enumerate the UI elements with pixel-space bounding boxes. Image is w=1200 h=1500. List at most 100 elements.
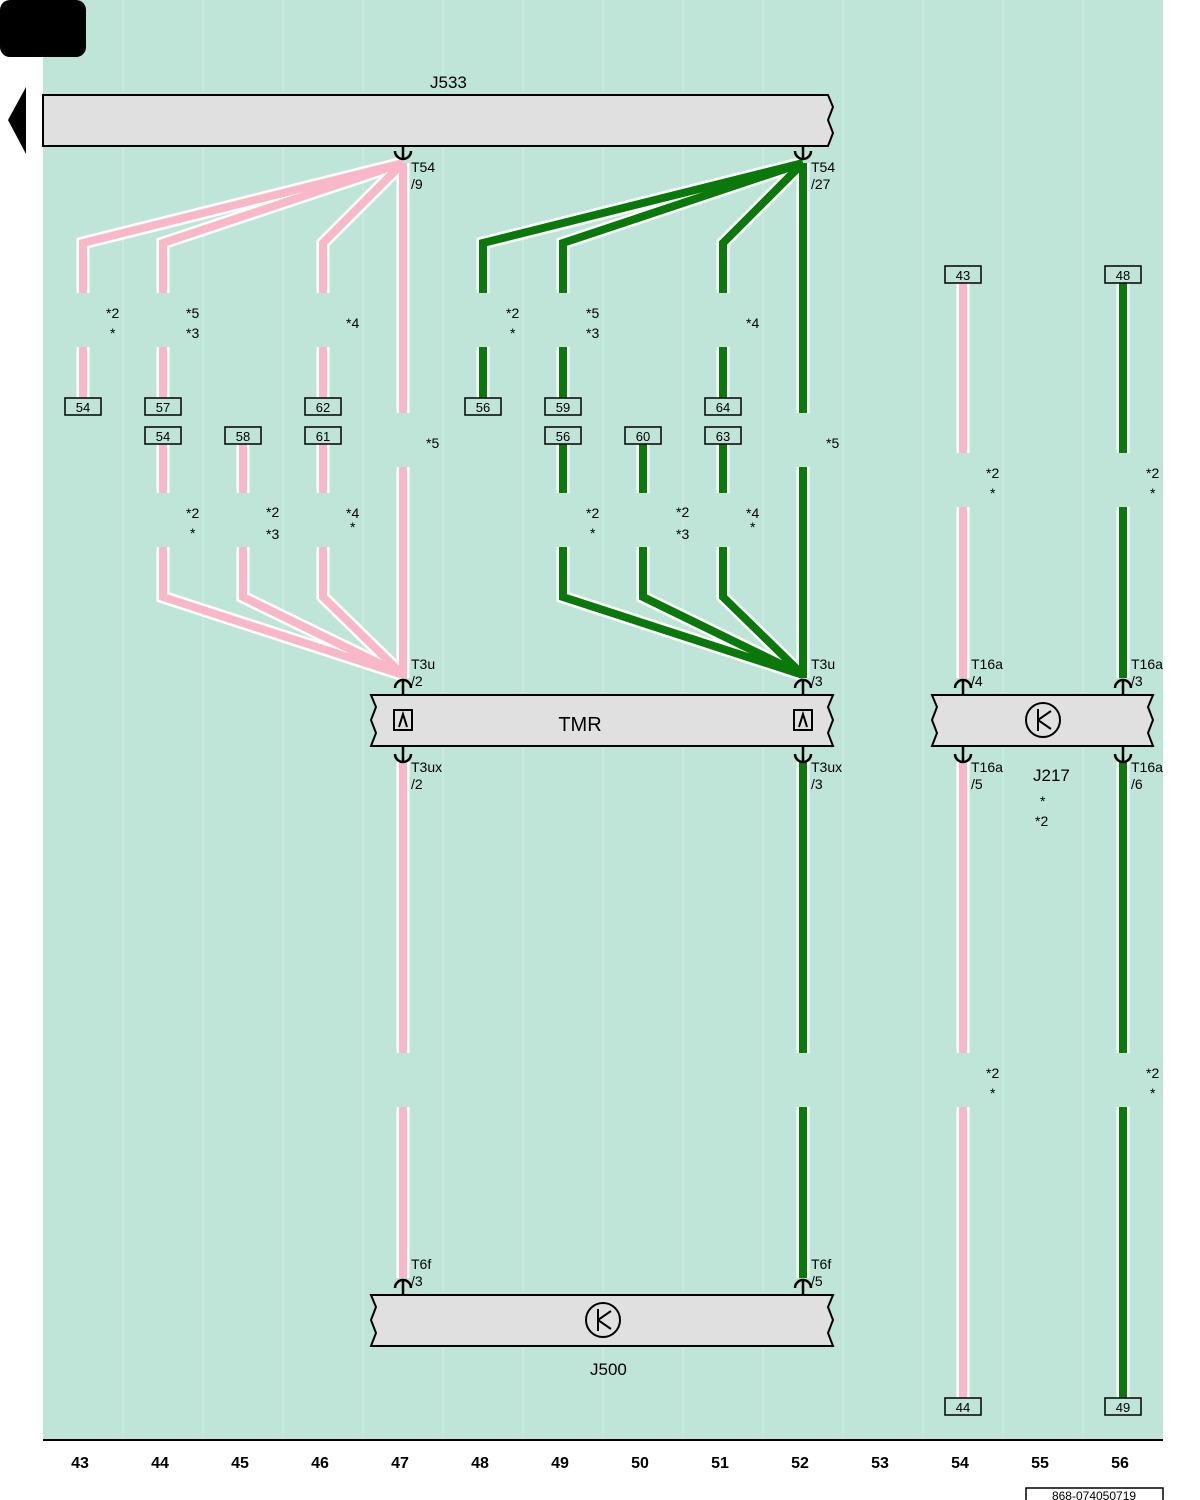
column-numbers: 43 44 45 46 47 48 49 50 51 52 53 54 55 5…: [71, 1455, 1129, 1472]
wire-cores: [479, 159, 1127, 1398]
footnote: *3: [586, 325, 599, 341]
connector-label: T16a: [1131, 656, 1163, 672]
reference-number: 62: [316, 400, 330, 415]
column-number: 56: [1111, 1455, 1129, 1472]
footnote: *2: [986, 465, 999, 481]
footnote-markers: *2 * *5 *3 *4 *2 * *5 *3 *4 *5 *5 *2 * *…: [106, 305, 1159, 1101]
reference-number: 60: [636, 429, 650, 444]
connector-labels: T54 /9 T54 /27 T3u /2 T3u /3 T3ux /2 T3u…: [411, 159, 1163, 1289]
reference-boxes[interactable]: 54 57 62 56 59 64 54 58 61 56 60 63 43 4…: [64, 265, 1142, 1416]
footnote: *2: [186, 505, 199, 521]
component-label-tmr: TMR: [558, 714, 601, 736]
connector-label: T6f: [411, 1256, 431, 1272]
column-number: 53: [871, 1455, 889, 1472]
connector-label: /2: [411, 673, 423, 689]
footnote: *3: [186, 325, 199, 341]
footnote: *: [990, 1085, 996, 1101]
reference-number: 61: [316, 429, 330, 444]
footnote: *4: [746, 505, 759, 521]
connector-label: T6f: [811, 1256, 831, 1272]
column-number: 52: [791, 1455, 809, 1472]
wire-cores: [79, 159, 967, 1398]
connector-label: /27: [811, 176, 831, 192]
reference-number: 44: [956, 1400, 970, 1415]
connector-label: T3ux: [411, 759, 442, 775]
connector-label: T54: [811, 159, 835, 175]
connector-label: /3: [411, 1273, 423, 1289]
shield-terminal-icon: [393, 709, 813, 731]
reference-number: 54: [156, 429, 170, 444]
footnote: *2: [586, 505, 599, 521]
footnote: *3: [676, 526, 689, 542]
connector-label: /3: [811, 776, 823, 792]
connector-label: T3u: [811, 656, 835, 672]
footnote: *2: [986, 1065, 999, 1081]
footnote: *5: [426, 435, 439, 451]
column-number: 47: [391, 1455, 409, 1472]
document-code-label: 868-074050719: [1052, 1489, 1136, 1500]
column-number: 55: [1031, 1455, 1049, 1472]
reference-number: 48: [1116, 268, 1130, 283]
footnote: *4: [346, 505, 359, 521]
connector-pin-icons: [393, 146, 1133, 1295]
footnote: *: [190, 525, 196, 541]
reference-number: 64: [716, 400, 730, 415]
component-label-j533: J533: [430, 73, 467, 92]
column-number: 49: [551, 1455, 569, 1472]
column-number: 43: [71, 1455, 89, 1472]
footnote: *: [990, 485, 996, 501]
footnote: *: [750, 519, 756, 535]
reference-number: 54: [76, 400, 90, 415]
footnote: *5: [826, 435, 839, 451]
column-number: 46: [311, 1455, 329, 1472]
component-j217[interactable]: J217 * *2: [930, 694, 1155, 829]
page-tab: [0, 0, 86, 57]
connector-label: T16a: [971, 656, 1003, 672]
grid-lines: [122, 0, 1084, 1440]
component-tmr[interactable]: TMR: [369, 694, 835, 747]
footnote: *4: [346, 315, 359, 331]
footnote: *2: [1146, 465, 1159, 481]
footnote: *4: [746, 315, 759, 331]
column-number: 48: [471, 1455, 489, 1472]
connector-label: T54: [411, 159, 435, 175]
connector-label: /3: [811, 673, 823, 689]
component-label-j500: J500: [590, 1360, 627, 1379]
connector-label: /3: [1131, 673, 1143, 689]
footnote: *: [1150, 1085, 1156, 1101]
footnote: *2: [106, 305, 119, 321]
previous-page-arrow-icon[interactable]: [8, 87, 26, 154]
reference-number: 56: [476, 400, 490, 415]
reference-number: 58: [236, 429, 250, 444]
pink-wire-group: [76, 156, 970, 1398]
connector-label: T16a: [971, 759, 1003, 775]
footnote: *: [1040, 793, 1046, 809]
document-code: 868-074050719: [1025, 1487, 1164, 1500]
connector-label: /5: [811, 1273, 823, 1289]
component-j500[interactable]: J500: [369, 1294, 835, 1379]
connector-label: T16a: [1131, 759, 1163, 775]
footnote: *2: [266, 504, 279, 520]
column-number: 54: [951, 1455, 969, 1472]
footnote: *3: [266, 526, 279, 542]
footnote: *5: [586, 305, 599, 321]
connector-label: /5: [971, 776, 983, 792]
column-number: 45: [231, 1455, 249, 1472]
reference-number: 59: [556, 400, 570, 415]
connector-label: T3u: [411, 656, 435, 672]
column-number: 44: [151, 1455, 169, 1472]
footnote: *: [510, 325, 516, 341]
reference-number: 57: [156, 400, 170, 415]
column-number: 51: [711, 1455, 729, 1472]
footnote: *: [110, 325, 116, 341]
component-j533[interactable]: J533: [42, 73, 835, 147]
connector-label: /4: [971, 673, 983, 689]
green-wire-group: [476, 156, 1130, 1398]
connector-label: /2: [411, 776, 423, 792]
connector-label: /6: [1131, 776, 1143, 792]
control-unit-icon: [585, 1302, 621, 1338]
footnote: *2: [676, 504, 689, 520]
footnote: *5: [186, 305, 199, 321]
footnote: *: [350, 519, 356, 535]
